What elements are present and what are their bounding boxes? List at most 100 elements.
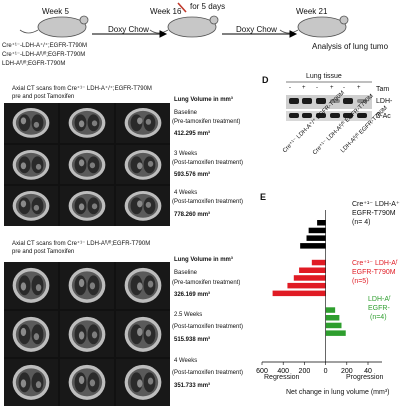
- ct-row-label: 3 Weeks: [174, 151, 198, 157]
- chart-bar: [325, 307, 336, 313]
- mouse-icon: [149, 15, 219, 38]
- ct-top-vol-header: Lung Volume in mm³: [174, 97, 233, 103]
- chart-bar: [308, 227, 326, 234]
- legend-line: EGFR-T790M: [352, 269, 396, 276]
- timeline-week16: Week 16: [150, 7, 182, 16]
- timeline-week21: Week 21: [296, 7, 328, 16]
- ct-row-value: 593.576 mm³: [174, 172, 211, 178]
- ct-row-sub: (Pre-tamoxifen treatment): [172, 119, 241, 125]
- blot-row-label: Tam: [376, 86, 390, 93]
- ct-bottom-vol-header: Lung Volume in mm³: [174, 257, 233, 263]
- ct-scan-image: [60, 144, 114, 185]
- ct-scan-image: [4, 103, 58, 143]
- ct-scan-image: [4, 359, 58, 406]
- ct-scan-image: [116, 262, 170, 309]
- chart-bar: [317, 220, 326, 226]
- ct-scan-image: [116, 359, 170, 406]
- legend-line: Cre⁺¹⁻ LDH-Aᶠ: [352, 260, 398, 267]
- ct-row-label: Baseline: [174, 270, 198, 276]
- blot-band-ldh-faint: [330, 99, 367, 103]
- legend-line: Cre⁺¹⁻ LDH-A⁺: [352, 201, 400, 208]
- ct-scan-image: [116, 144, 170, 185]
- panel-e-letter: E: [260, 192, 267, 202]
- ct-scan-image: [60, 359, 114, 406]
- chart-bar: [300, 243, 326, 249]
- ct-scan-image: [60, 186, 114, 226]
- ct-row-label: 4 Weeks: [174, 190, 198, 196]
- chart-bar: [306, 235, 326, 241]
- timeline-week5: Week 5: [42, 7, 69, 16]
- ct-row-sub: (Pre-tamoxifen treatment): [172, 280, 241, 286]
- ct-row-sub: (Post-tamoxifen treatment): [172, 324, 244, 330]
- tam-sign: -: [316, 85, 318, 91]
- chart-bar: [325, 330, 346, 336]
- panel-d-letter: D: [262, 75, 269, 85]
- blot-band-actin: [289, 113, 367, 118]
- x-tick-label: 40: [364, 368, 372, 375]
- syringe-icon: [177, 2, 187, 13]
- blot-row-label: ß-Ac: [376, 113, 391, 120]
- panel-d-title: Lung tissue: [306, 73, 342, 80]
- x-tick-label: 400: [277, 368, 289, 375]
- blot-row-label: LDH-: [376, 98, 393, 105]
- chart-bar: [272, 290, 326, 297]
- x-tick-label: 0: [324, 368, 328, 375]
- chart-bar: [287, 282, 326, 289]
- ct-scan-image: [60, 103, 114, 143]
- chart-bar: [293, 275, 326, 281]
- timeline-graphics: [19, 2, 349, 38]
- ct-row-label: Baseline: [174, 110, 198, 116]
- ct-scan-image: [116, 310, 170, 358]
- ct-scan-image: [116, 103, 170, 143]
- ct-row-sub: (Post-tamoxifen treatment): [172, 160, 244, 166]
- ct-scan-image: [4, 186, 58, 226]
- ct-scan-image: [4, 144, 58, 185]
- x-tick-label: 600: [256, 368, 268, 375]
- legend-line: LDH-Aᶠ: [368, 296, 391, 303]
- ct-top-subtitle: pre and post Tamoxifen: [12, 94, 75, 100]
- legend-line: (n=4): [370, 314, 387, 321]
- legend-line: EGFR-T790M: [352, 210, 396, 217]
- tam-sign: +: [357, 85, 361, 91]
- ct-top-title: Axial CT scans from Cre⁺¹⁻ LDH-A⁺/⁺;EGFR…: [12, 86, 152, 92]
- ct-row-value: 515.938 mm³: [174, 337, 211, 343]
- ct-bottom-subtitle: pre and post Tamoxifen: [12, 249, 75, 255]
- mouse-icon: [279, 15, 349, 38]
- x-tick-label: 200: [299, 368, 311, 375]
- timeline-tam-days: for 5 days: [190, 2, 226, 11]
- ct-row-label: 2.5 Weeks: [174, 312, 203, 318]
- timeline-analysis: Analysis of lung tumo: [312, 42, 389, 51]
- regression-label: Regression: [264, 374, 300, 381]
- legend-line: (n= 4): [352, 219, 371, 226]
- timeline-doxy1: Doxy Chow: [108, 25, 149, 34]
- progression-label: Progression: [346, 374, 384, 381]
- timeline-doxy2: Doxy Chow: [236, 25, 277, 34]
- ct-bottom-title: Axial CT scans from Cre⁺¹⁻ LDH-Aᶠˡ/ᶠˡ;EG…: [12, 241, 151, 247]
- ct-bottom-grid: [4, 262, 170, 406]
- mouse-icon: [19, 15, 89, 38]
- chart-bar: [299, 267, 326, 273]
- ct-scan-image: [60, 262, 114, 309]
- ct-scan-image: [116, 186, 170, 226]
- ct-row-value: 326.169 mm³: [174, 292, 211, 298]
- chart-bar: [311, 259, 326, 266]
- tam-sign: +: [302, 85, 306, 91]
- ct-row-sub: (Post-tamoxifen treatment): [172, 370, 244, 376]
- tam-sign: -: [289, 85, 291, 91]
- x-tick-label: 200: [341, 368, 353, 375]
- ct-top-grid: [4, 103, 170, 226]
- ct-row-label: 4 Weeks: [174, 358, 198, 364]
- tam-sign: -: [343, 85, 345, 91]
- waterfall-chart: 600 400 200 0 200 40: [256, 210, 382, 375]
- ct-row-sub: (Post-tamoxifen treatment): [172, 199, 244, 205]
- x-axis-label: Net change in lung volume (mm³): [286, 389, 390, 396]
- blot-band-ldh: [289, 98, 353, 104]
- ct-row-value: 351.733 mm³: [174, 383, 211, 389]
- chart-bar: [325, 322, 342, 329]
- ct-scan-image: [60, 310, 114, 358]
- legend-line: (n=5): [352, 278, 369, 285]
- western-blot: [286, 81, 372, 121]
- ct-row-value: 412.295 mm³: [174, 131, 211, 137]
- ct-row-value: 778.260 mm³: [174, 212, 211, 218]
- genotype-label: LDH-Aᶠˡ/ᶠˡ;EGFR-T790M: [2, 61, 66, 67]
